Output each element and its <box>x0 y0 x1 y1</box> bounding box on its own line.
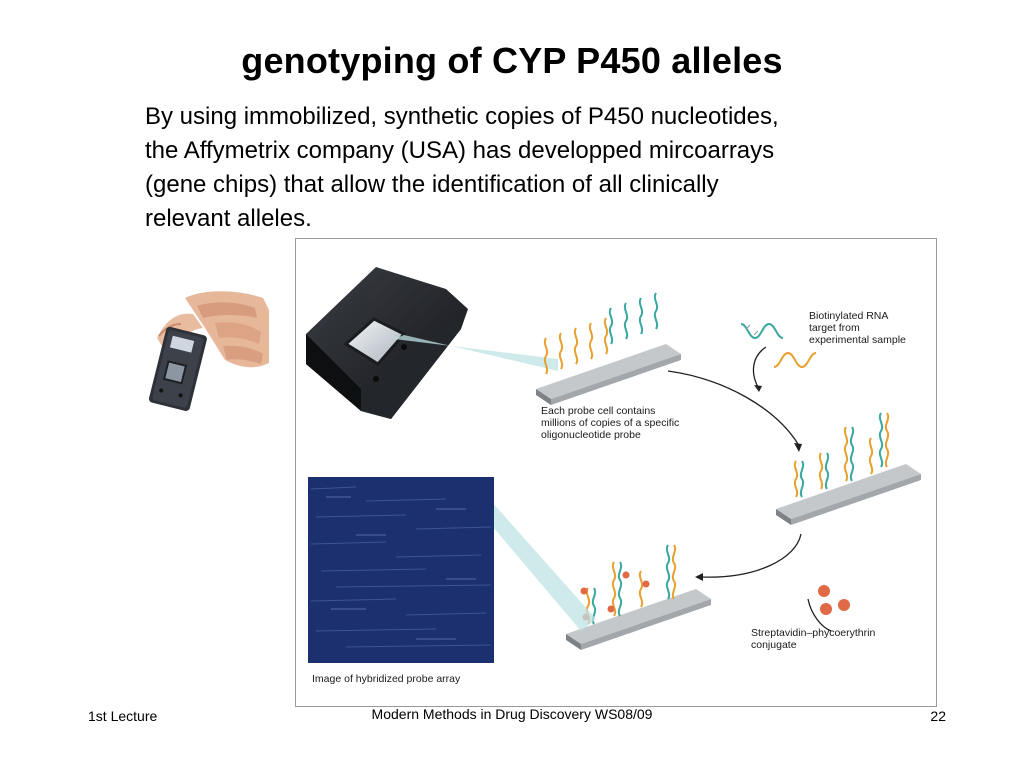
svg-text:Streptavidin–phycoerythrin: Streptavidin–phycoerythrin <box>751 627 875 639</box>
footer-page-number: 22 <box>930 708 946 724</box>
staining-arrow <box>701 534 801 577</box>
probe-cell-label: Each probe cell contains millions of cop… <box>541 405 679 441</box>
body-line: the Affymetrix company (USA) has develop… <box>145 134 915 168</box>
hybridization-arrow <box>668 371 798 444</box>
chip-cartridge-image <box>306 267 468 419</box>
probe-slide-2 <box>776 413 921 525</box>
body-line: (gene chips) that allow the identificati… <box>145 168 915 202</box>
body-line: relevant alleles. <box>145 202 915 236</box>
hand-holding-chip-photo <box>145 288 269 411</box>
svg-text:target from: target from <box>809 322 860 334</box>
svg-text:millions of copies of a specif: millions of copies of a specific <box>541 417 679 429</box>
svg-text:oligonucleotide probe: oligonucleotide probe <box>541 429 641 441</box>
svg-text:Biotinylated RNA: Biotinylated RNA <box>809 310 888 322</box>
conjugate-label: Streptavidin–phycoerythrin conjugate <box>751 627 875 651</box>
conjugate-dots <box>818 585 850 615</box>
svg-text:conjugate: conjugate <box>751 639 797 651</box>
rna-target-strands <box>741 324 816 367</box>
rna-arrow <box>753 347 766 387</box>
footer-course: Modern Methods in Drug Discovery WS08/09 <box>0 706 1024 722</box>
rna-target-label: Biotinylated RNA target from experimenta… <box>809 310 906 346</box>
probe-slide-1 <box>536 293 681 405</box>
svg-text:Each probe cell contains: Each probe cell contains <box>541 405 655 417</box>
slide-title: genotyping of CYP P450 alleles <box>0 40 1024 82</box>
probe-slide-3 <box>566 545 711 650</box>
microarray-figure: Biotinylated RNA target from experimenta… <box>295 238 937 707</box>
slide-body: By using immobilized, synthetic copies o… <box>145 100 915 236</box>
array-image-label: Image of hybridized probe array <box>312 673 461 685</box>
hybridized-array-image <box>308 477 494 663</box>
microarray-diagram: Biotinylated RNA target from experimenta… <box>296 239 936 706</box>
body-line: By using immobilized, synthetic copies o… <box>145 100 915 134</box>
svg-text:experimental sample: experimental sample <box>809 334 906 346</box>
